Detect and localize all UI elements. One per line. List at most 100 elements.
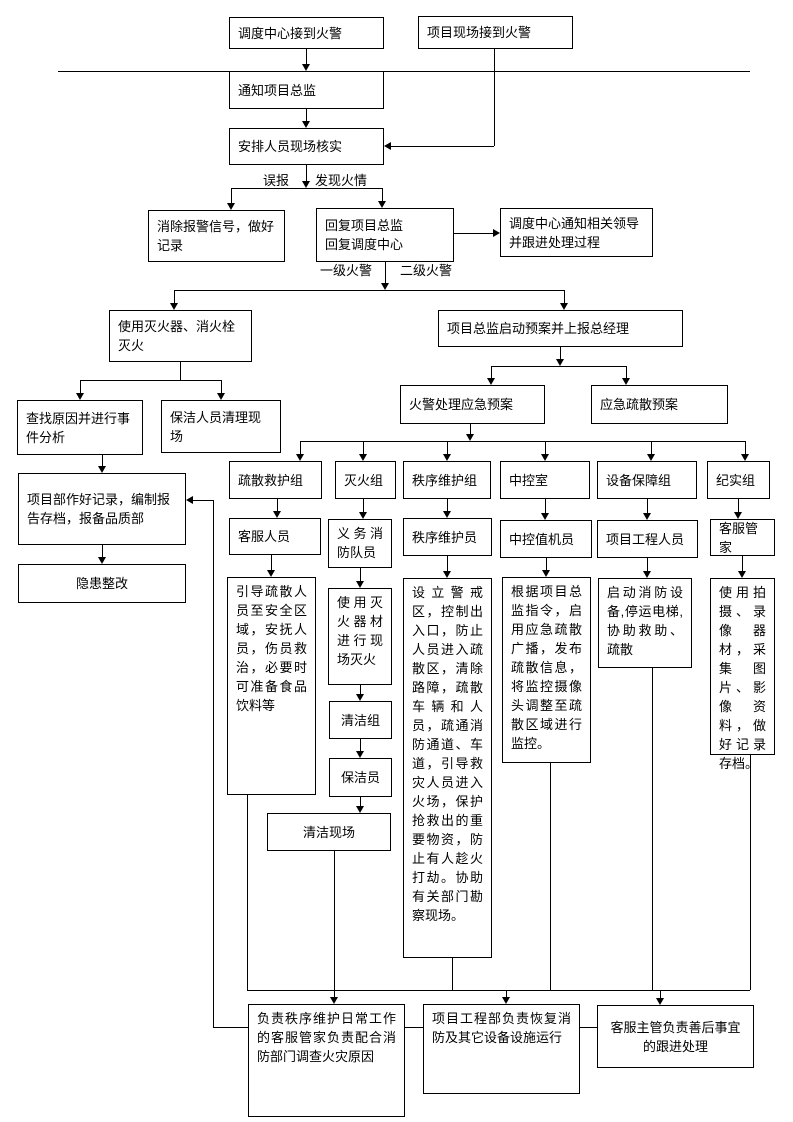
connector xyxy=(174,290,175,303)
node-staff-project-engineer: 项目工程人员 xyxy=(597,520,698,558)
node-group-equipment: 设备保障组 xyxy=(597,461,697,499)
connector xyxy=(193,500,213,501)
connector xyxy=(545,499,546,513)
connector xyxy=(550,763,551,990)
arrowhead-down-icon xyxy=(227,203,235,210)
connector xyxy=(405,1027,423,1028)
connector xyxy=(80,380,221,381)
arrowhead-down-icon xyxy=(656,998,664,1005)
node-staff-butler: 客服管家 xyxy=(710,519,775,556)
connector xyxy=(745,441,746,454)
node-evac-plan: 应急疏散预案 xyxy=(591,385,728,424)
connector xyxy=(277,499,278,511)
connector xyxy=(306,49,307,64)
node-director-start-plan: 项目总监启动预案并上报总经理 xyxy=(438,310,683,347)
arrowhead-down-icon xyxy=(541,454,549,461)
arrowhead-down-icon xyxy=(217,393,225,400)
connector xyxy=(391,146,494,147)
arrowhead-down-icon xyxy=(98,466,106,473)
node-clean-site: 清洁现场 xyxy=(267,813,391,851)
edge-label-fire-found: 发现火情 xyxy=(313,173,370,188)
arrowhead-left-icon xyxy=(384,142,391,150)
arrowhead-down-icon xyxy=(170,303,178,310)
connector xyxy=(306,109,307,121)
connector xyxy=(546,558,547,570)
connector xyxy=(660,990,661,998)
arrowhead-right-icon xyxy=(493,229,500,237)
arrowhead-down-icon xyxy=(330,997,338,1004)
arrowhead-down-icon xyxy=(359,512,367,519)
arrowhead-down-icon xyxy=(647,454,655,461)
node-notify-director: 通知项目总监 xyxy=(229,71,384,109)
node-group-evac-rescue: 疏散救护组 xyxy=(229,461,322,499)
connector xyxy=(491,366,492,378)
connector xyxy=(626,366,627,378)
arrowhead-down-icon xyxy=(359,454,367,461)
connector xyxy=(300,441,301,454)
arrowhead-down-icon xyxy=(443,511,451,518)
connector xyxy=(180,362,181,380)
edge-label-level2: 二级火警 xyxy=(398,263,455,278)
arrowhead-down-icon xyxy=(76,393,84,400)
node-use-extinguisher: 使用灭火器、消火栓灭火 xyxy=(109,310,252,362)
arrowhead-down-icon xyxy=(356,751,364,758)
arrowhead-down-icon xyxy=(560,303,568,310)
connector xyxy=(221,380,222,393)
connector xyxy=(80,380,81,393)
connector xyxy=(560,347,561,359)
node-clear-alarm: 消除报警信号，做好记录 xyxy=(148,210,285,262)
node-duty-control: 根据项目总监指令，启用应急疏散广播，发布疏散信息，将监控摄像头调整至疏散区域进行… xyxy=(502,577,591,763)
arrowhead-down-icon xyxy=(443,571,451,578)
arrowhead-down-icon xyxy=(356,694,364,701)
arrowhead-down-icon xyxy=(302,64,310,71)
connector xyxy=(247,795,248,990)
arrowhead-down-icon xyxy=(502,997,510,1004)
connector xyxy=(102,545,103,557)
arrowhead-left-icon xyxy=(186,496,193,504)
connector xyxy=(300,441,745,442)
connector xyxy=(363,499,364,512)
node-duty-order: 设立警戒区，控制出入口，防止人员进入疏散区，清除路障，疏散车辆和人员，疏通消防通… xyxy=(403,578,492,958)
arrowhead-down-icon xyxy=(273,511,281,518)
connector xyxy=(750,755,751,990)
arrowhead-down-icon xyxy=(466,434,474,441)
arrowhead-down-icon xyxy=(302,181,310,188)
connector xyxy=(271,555,272,570)
connector xyxy=(506,990,507,997)
node-dispatch-follow: 调度中心通知相关领导并跟进处理过程 xyxy=(500,208,653,257)
node-staff-customer-service: 客服人员 xyxy=(229,518,321,555)
node-hazard-rectify: 隐患整改 xyxy=(18,564,186,603)
connector xyxy=(247,990,750,991)
arrowhead-down-icon xyxy=(738,571,746,578)
node-bottom-investigate: 负责秩序维护日常工作的客服管家负责配合消防部门调查火灾原因 xyxy=(248,1004,405,1117)
arrowhead-down-icon xyxy=(643,513,651,520)
connector xyxy=(363,441,364,454)
node-clean-group: 清洁组 xyxy=(329,701,392,739)
arrowhead-down-icon xyxy=(734,512,742,519)
node-record-report: 项目部作好记录，编制报告存档，报备品质部 xyxy=(18,473,186,545)
connector xyxy=(564,290,565,303)
arrowhead-down-icon xyxy=(356,581,364,588)
arrowhead-down-icon xyxy=(643,571,651,578)
arrowhead-down-icon xyxy=(98,557,106,564)
connector xyxy=(334,851,335,997)
connector xyxy=(385,262,386,283)
connector xyxy=(447,499,448,511)
connector xyxy=(213,1027,248,1028)
node-duty-documentary: 使用拍摄、录像器材，采集图片、影像资料，做好记录存档。 xyxy=(710,578,775,771)
arrowhead-down-icon xyxy=(378,201,386,208)
arrowhead-down-icon xyxy=(302,121,310,128)
connector xyxy=(360,568,361,581)
connector xyxy=(58,71,750,72)
arrowhead-down-icon xyxy=(296,454,304,461)
arrowhead-down-icon xyxy=(381,283,389,290)
node-group-extinguish: 灭火组 xyxy=(335,461,396,499)
connector xyxy=(213,500,214,1027)
node-find-cause: 查找原因并进行事件分析 xyxy=(17,400,143,455)
connector xyxy=(491,366,626,367)
arrowhead-down-icon xyxy=(267,570,275,577)
node-fire-response-plan: 火警处理应急预案 xyxy=(400,385,545,424)
connector xyxy=(360,739,361,751)
edge-label-false-alarm: 误报 xyxy=(261,173,292,188)
